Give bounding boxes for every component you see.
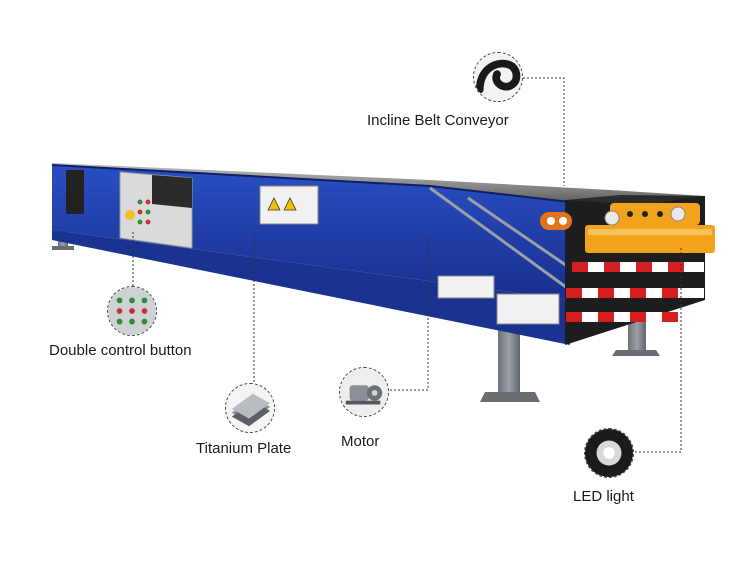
control-cabinet	[119, 171, 193, 249]
led-light-label: LED light	[573, 488, 634, 505]
double-control-button-label: Double control button	[49, 342, 192, 359]
warning-labels	[259, 185, 560, 325]
plate-stack-icon	[225, 383, 275, 433]
led-lamp-icon	[584, 428, 634, 478]
front-panel	[540, 203, 700, 230]
belt-roll-icon	[473, 52, 523, 102]
motor-label: Motor	[341, 433, 380, 450]
leader-lines	[132, 77, 682, 453]
reflector-strips	[566, 262, 704, 322]
end-tag	[66, 170, 84, 214]
frame-skirt	[52, 230, 570, 345]
support-legs	[52, 222, 660, 402]
motor-icon	[339, 367, 389, 417]
incline-belt-conveyor-label: Incline Belt Conveyor	[367, 112, 509, 129]
button-panel-icon	[107, 286, 157, 336]
titanium-plate-label: Titanium Plate	[196, 440, 292, 457]
incline-rails	[429, 186, 571, 292]
